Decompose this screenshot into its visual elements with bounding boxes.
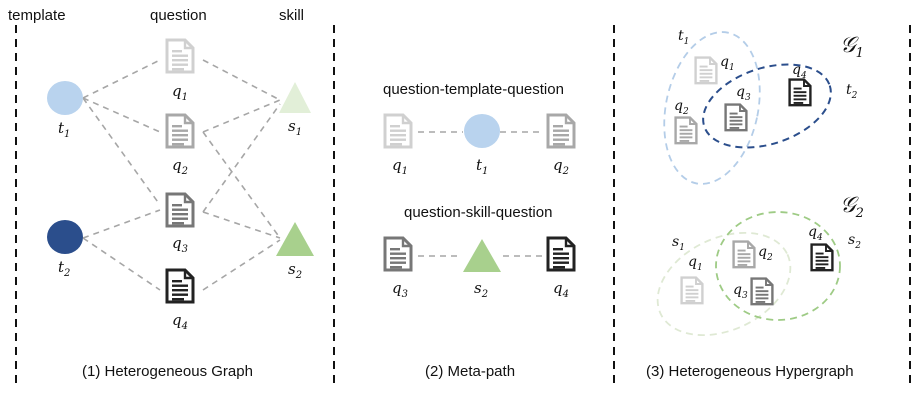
meta-path-2-title: question-skill-question bbox=[404, 204, 552, 221]
g2-label-s2: s2 bbox=[848, 232, 861, 251]
g1-label-q2: q2 bbox=[674, 98, 689, 117]
edge-q1-s1 bbox=[202, 59, 281, 101]
hyperedge-t1 bbox=[663, 31, 761, 185]
hyperedge-s2 bbox=[715, 211, 841, 321]
label-s1: s1 bbox=[288, 117, 302, 138]
meta-label-q1: q1 bbox=[392, 156, 408, 177]
question-doc-q1-icon bbox=[165, 38, 195, 74]
edge-t1-q3 bbox=[82, 97, 161, 206]
edge-q2-s1 bbox=[202, 99, 281, 133]
g2-label-s1: s1 bbox=[672, 234, 685, 253]
label-q1: q1 bbox=[172, 82, 188, 103]
g1-label-q4: q4 bbox=[792, 62, 807, 81]
hypergraph-g2-label: 𝒢2 bbox=[840, 193, 864, 221]
caption-panel2: (2) Meta-path bbox=[425, 363, 515, 380]
label-q2: q2 bbox=[172, 156, 188, 177]
skill-node-s2-icon bbox=[276, 222, 314, 256]
g2-q2-doc-icon bbox=[732, 240, 756, 269]
panel-meta-path: question-template-question q1 t1 q2 ques… bbox=[383, 81, 576, 380]
panel-dividers bbox=[15, 25, 911, 384]
meta-q2-doc-icon bbox=[546, 113, 576, 149]
g2-q4-doc-icon bbox=[810, 243, 834, 272]
edge-t2-q4 bbox=[82, 237, 161, 291]
g2-q1-doc-icon bbox=[680, 276, 704, 305]
g2-q3-doc-icon bbox=[750, 277, 774, 306]
meta-q4-doc-icon bbox=[546, 236, 576, 272]
meta-path-1-title: question-template-question bbox=[383, 81, 564, 98]
edge-t1-q1 bbox=[82, 59, 161, 99]
caption-panel3: (3) Heterogeneous Hypergraph bbox=[646, 363, 854, 380]
g1-label-q3: q3 bbox=[736, 84, 751, 103]
question-doc-q3-icon bbox=[165, 192, 195, 228]
meta-label-q4: q4 bbox=[553, 279, 569, 300]
g2-label-q2: q2 bbox=[758, 244, 773, 263]
header-question: question bbox=[150, 7, 207, 24]
header-template: template bbox=[8, 7, 66, 24]
g1-label-t2: t2 bbox=[846, 82, 858, 101]
g2-label-q1: q1 bbox=[688, 254, 703, 273]
edge-q3-s1 bbox=[202, 103, 281, 213]
g2-label-q4: q4 bbox=[808, 224, 823, 243]
g1-label-q1: q1 bbox=[720, 54, 735, 73]
meta-label-s2: s2 bbox=[474, 279, 488, 300]
meta-label-t1: t1 bbox=[476, 156, 488, 177]
hyperedge-s1 bbox=[656, 231, 792, 337]
hyperedge-t2 bbox=[702, 63, 832, 149]
label-q4: q4 bbox=[172, 311, 188, 332]
g2-label-q3: q3 bbox=[733, 282, 748, 301]
label-t2: t2 bbox=[58, 258, 70, 279]
g1-q2-doc-icon bbox=[674, 116, 698, 145]
skill-node-s1-icon bbox=[279, 82, 311, 113]
meta-template-t1 bbox=[464, 114, 500, 148]
label-s2: s2 bbox=[288, 260, 302, 281]
label-t1: t1 bbox=[58, 119, 70, 140]
graph-edges bbox=[82, 59, 281, 291]
template-node-t1 bbox=[47, 81, 83, 115]
meta-q1-doc-icon bbox=[383, 113, 413, 149]
template-node-t2 bbox=[47, 220, 83, 254]
hypergraph-g1-label: 𝒢1 bbox=[840, 33, 864, 61]
panel-heterogeneous-hypergraph: 𝒢1 t1 t2 q1 q2 q3 q4 𝒢2 s1 s2 q1 q2 q3 q… bbox=[646, 28, 864, 380]
caption-panel1: (1) Heterogeneous Graph bbox=[82, 363, 253, 380]
g1-q3-doc-icon bbox=[724, 103, 748, 132]
edge-q3-s2 bbox=[202, 211, 281, 239]
edge-t2-q3 bbox=[82, 209, 161, 239]
header-skill: skill bbox=[279, 7, 304, 24]
question-doc-q2-icon bbox=[165, 113, 195, 149]
meta-skill-s2-icon bbox=[463, 239, 501, 272]
edge-t1-q2 bbox=[82, 97, 161, 133]
g1-q4-doc-icon bbox=[788, 78, 812, 107]
edge-q4-s2 bbox=[202, 239, 281, 291]
edge-q2-s2 bbox=[202, 131, 281, 239]
meta-q3-doc-icon bbox=[383, 236, 413, 272]
label-q3: q3 bbox=[172, 234, 188, 255]
meta-label-q2: q2 bbox=[553, 156, 569, 177]
g1-q1-doc-icon bbox=[694, 56, 718, 85]
panel-heterogeneous-graph: template question skill t1 t2 q1 q2 q3 bbox=[8, 7, 314, 380]
meta-label-q3: q3 bbox=[392, 279, 408, 300]
question-doc-q4-icon bbox=[165, 268, 195, 304]
g1-label-t1: t1 bbox=[678, 28, 689, 47]
